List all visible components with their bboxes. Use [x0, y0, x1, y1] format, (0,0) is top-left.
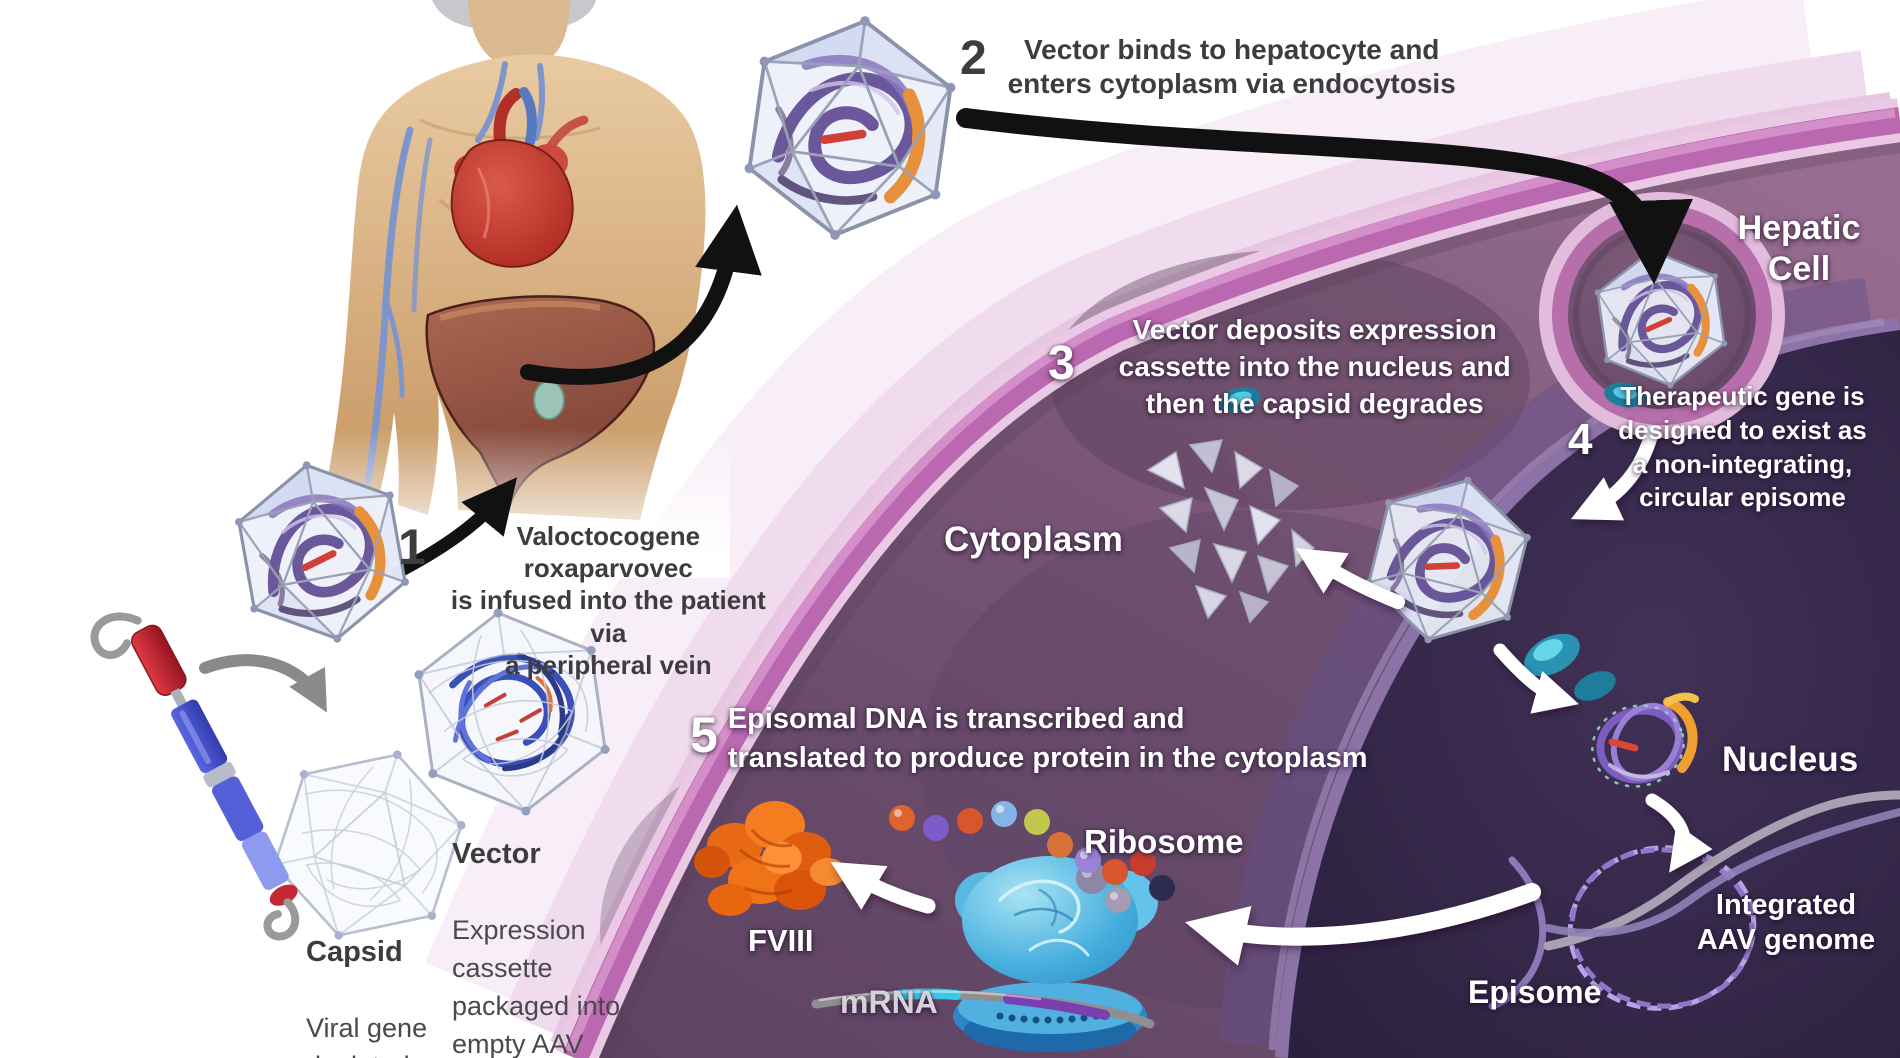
step-5-number: 5 [690, 707, 718, 763]
step-2-text: Vector binds to hepatocyte and enters cy… [1007, 34, 1456, 100]
arrow-into-nucleus [1493, 643, 1579, 714]
step-3-text: Vector deposits expression cassette into… [1118, 314, 1511, 419]
arrow-peptide-to-fviii [830, 861, 936, 914]
step-4-text: Therapeutic gene is designed to exist as… [1618, 381, 1867, 513]
step-5-text: Episomal DNA is transcribed and translat… [727, 703, 1368, 774]
capsid-vector-large [736, 2, 963, 253]
legend-vector: Vector Expression cassette packaged into… [452, 796, 631, 1058]
cytoplasm-label: Cytoplasm [944, 520, 1123, 559]
arrow-capsid-to-cell [956, 108, 1693, 285]
arrow-capsid-degrades [1295, 548, 1405, 609]
expression-cassette-dna [1591, 692, 1699, 788]
expression-cassette-construct [90, 612, 300, 941]
arrow-episome-to-ribosome [1185, 883, 1541, 966]
veins [364, 61, 546, 484]
degraded-capsid-fragments [1146, 439, 1316, 624]
fviii-label: FVIII [748, 923, 814, 958]
arrow-dna-to-episome [1645, 793, 1713, 873]
legend-capsid: Capsid Viral gene depleted AAV capsid [306, 894, 444, 1058]
episome-label: Episome [1468, 974, 1602, 1010]
arrow-construct-to-capsid [199, 654, 327, 713]
step-1: 1 Valoctocogene roxaparvovec is infused … [398, 520, 781, 681]
nucleus-label: Nucleus [1722, 740, 1859, 779]
step-5: 5 Episomal DNA is transcribed and transl… [690, 700, 1548, 778]
arrow-capsid-to-vein [391, 477, 518, 579]
legend-capsid-desc: Viral gene depleted AAV capsid [306, 1013, 428, 1058]
integrated-aav-genome-label: Integrated AAV genome [1696, 889, 1876, 957]
integrated-genome-helix [1543, 790, 1900, 951]
mrna-label: mRNA [840, 984, 938, 1020]
step-1-text: Valoctocogene roxaparvovec is infused in… [450, 521, 766, 680]
hepatic-cell-label: Hepatic Cell [1737, 209, 1861, 288]
step-3: 3 Vector deposits expression cassette in… [1048, 312, 1545, 423]
step-4: 4 Therapeutic gene is designed to exist … [1568, 380, 1882, 515]
step-2: 2 Vector binds to hepatocyte and enters … [960, 33, 1467, 101]
ribosome-label: Ribosome [1084, 823, 1244, 860]
white-arrows [830, 425, 1713, 966]
peptide-chain [889, 801, 1175, 901]
nuclear-pore-icon [1219, 382, 1646, 701]
step-3-number: 3 [1048, 337, 1075, 390]
mrna-strand [811, 988, 1155, 1029]
step-4-number: 4 [1568, 415, 1593, 464]
legend-vector-desc: Expression cassette packaged into empty … [452, 915, 621, 1058]
ribosome-texture [998, 879, 1090, 957]
legend-vector-title: Vector [452, 837, 541, 870]
arrow-vesicle-to-nucleus [1570, 425, 1659, 521]
gallbladder [533, 380, 565, 420]
heart-icon [450, 87, 589, 268]
fviii-protein-icon [694, 801, 846, 916]
legend-capsid-title: Capsid [306, 935, 403, 968]
step-1-number: 1 [398, 519, 426, 575]
step-2-number: 2 [960, 32, 987, 85]
arrow-liver-to-capsid [520, 204, 762, 385]
